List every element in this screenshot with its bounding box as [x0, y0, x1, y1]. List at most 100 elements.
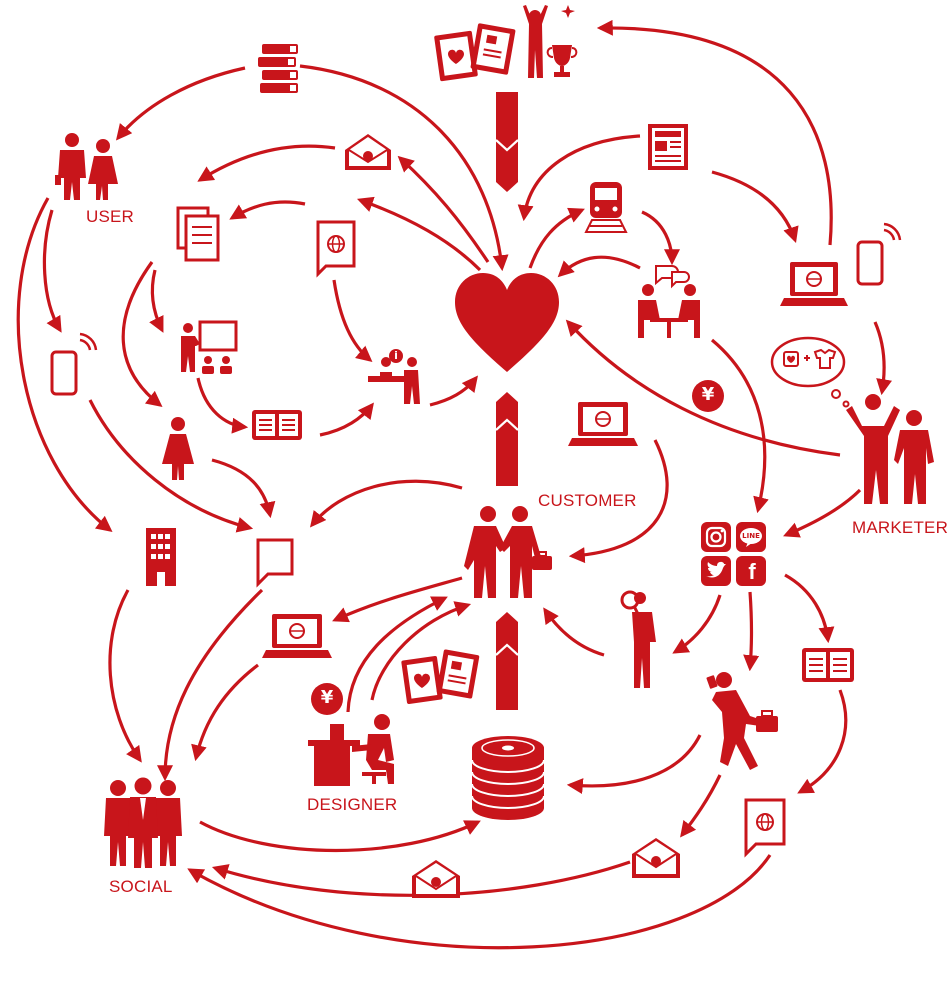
arrow-user-to-phone — [42, 209, 62, 333]
winner-person-icon — [523, 5, 575, 78]
arrow-presentation-to-book — [196, 377, 249, 434]
arrow-woman-to-memo — [211, 458, 276, 519]
arrow-social-to-walker — [743, 591, 760, 672]
central-spine — [495, 92, 519, 710]
walking-businessman-icon — [706, 672, 778, 770]
arrow-book-to-page — [797, 689, 848, 794]
twitter-icon — [701, 556, 731, 586]
yen-coin-icon — [311, 683, 343, 715]
speech-bubble-icon — [770, 336, 850, 408]
mail-icon — [632, 838, 680, 878]
arrow-phone-to-memo — [88, 399, 254, 533]
arrow-designer2-to-handshake — [370, 601, 472, 701]
trophy-icon — [546, 45, 578, 77]
arrow-page-to-reception — [332, 279, 373, 363]
customer-label: CUSTOMER — [538, 491, 637, 510]
arrow-page-to-documents — [229, 200, 306, 220]
arrow-books-to-heart — [299, 64, 509, 272]
train-icon — [584, 182, 628, 233]
award-cards-icon — [434, 23, 516, 82]
spine-top-segment — [496, 92, 518, 192]
social-label: SOCIAL — [109, 877, 173, 896]
line-icon — [736, 522, 766, 552]
yen-symbol-lower: ¥ — [320, 687, 334, 708]
arrow-laptop-to-handshake — [568, 439, 669, 564]
laptop-icon — [262, 614, 332, 658]
presentation-icon — [181, 320, 238, 374]
arrow-marketer-to-social — [783, 488, 862, 538]
arrow-walker-to-disc — [566, 734, 702, 795]
spine-bottom-segment — [496, 612, 518, 710]
smartphone-icon — [856, 222, 902, 286]
arrow-phone-to-marketer — [873, 321, 892, 396]
arrow-social-to-disc — [199, 820, 481, 853]
arrow-laptop-to-award — [596, 19, 833, 246]
arrow-heart-to-mail — [397, 155, 490, 263]
arrow-designer-to-handshake — [346, 596, 448, 713]
arrow-heart-to-train — [528, 207, 585, 269]
reception-icon — [368, 349, 420, 404]
marketer-label: MARKETER — [852, 518, 949, 537]
arrow-page-to-social-bottom — [187, 854, 772, 950]
woman-icon — [162, 417, 194, 480]
heart-icon — [455, 273, 559, 372]
memo-icon — [256, 538, 294, 588]
mail-icon — [412, 860, 460, 898]
facebook-badge-text: f — [748, 559, 756, 584]
arrow-social-to-magnifier — [672, 594, 722, 654]
arrow-newspaper-to-heart — [517, 134, 641, 222]
arrow-train-to-meeting — [641, 210, 680, 266]
social-media-grid — [701, 522, 766, 586]
cards-icon — [401, 649, 480, 705]
smartphone-icon — [50, 332, 98, 396]
arrow-walker-to-mail — [680, 774, 722, 838]
open-book-icon — [802, 648, 854, 682]
books-icon — [258, 44, 298, 93]
arrow-handshake-to-laptop — [332, 576, 463, 623]
arrow-mail-to-documents — [197, 144, 336, 182]
arrow-user-to-building — [16, 197, 113, 532]
arrow-book-to-reception — [319, 402, 374, 437]
arrow-social-to-book — [784, 573, 835, 644]
yen-symbol-upper: ¥ — [701, 384, 715, 405]
spine-mid-segment — [496, 392, 518, 486]
arrow-building-to-social — [108, 589, 142, 763]
arrow-documents-to-woman — [121, 261, 163, 407]
arrow-meeting-to-heart — [557, 255, 641, 278]
arrow-magnifier-to-handshake — [543, 607, 605, 657]
arrow-meeting-to-social — [710, 338, 769, 514]
arrow-handshake-to-memo — [309, 479, 463, 528]
designer-at-desk-icon — [308, 714, 394, 786]
newspaper-icon — [648, 124, 688, 170]
disc-stack-icon — [471, 736, 545, 820]
documents-icon — [176, 206, 220, 262]
mail-icon — [345, 134, 391, 170]
open-book-icon — [252, 410, 302, 440]
arrow-books-to-user — [115, 66, 246, 141]
instagram-icon — [701, 522, 731, 552]
arrow-documents-to-presentation — [149, 269, 164, 333]
arrow-newspaper-to-laptop — [711, 170, 799, 244]
handshake-icon — [464, 506, 552, 598]
web-page-icon — [316, 220, 356, 278]
web-page-icon — [744, 798, 786, 858]
couple-icon — [55, 133, 118, 200]
arrow-laptop-to-social — [191, 663, 259, 762]
yen-coin-icon — [692, 380, 724, 412]
facebook-icon — [736, 556, 766, 586]
line-badge-text: LINE — [742, 532, 760, 540]
arrow-heart-to-page — [356, 196, 482, 272]
group-icon — [104, 777, 182, 868]
laptop-icon — [568, 402, 638, 446]
arrow-memo-to-social — [157, 588, 264, 782]
meeting-icon — [638, 265, 700, 338]
arrow-marketer-to-heart — [565, 319, 841, 457]
laptop-icon — [780, 262, 848, 306]
arrow-reception-to-heart — [429, 375, 478, 407]
info-symbol: i — [394, 349, 398, 362]
user-label: USER — [86, 207, 135, 226]
magnifier-person-icon — [620, 590, 656, 688]
marketer-people-icon — [846, 394, 934, 504]
